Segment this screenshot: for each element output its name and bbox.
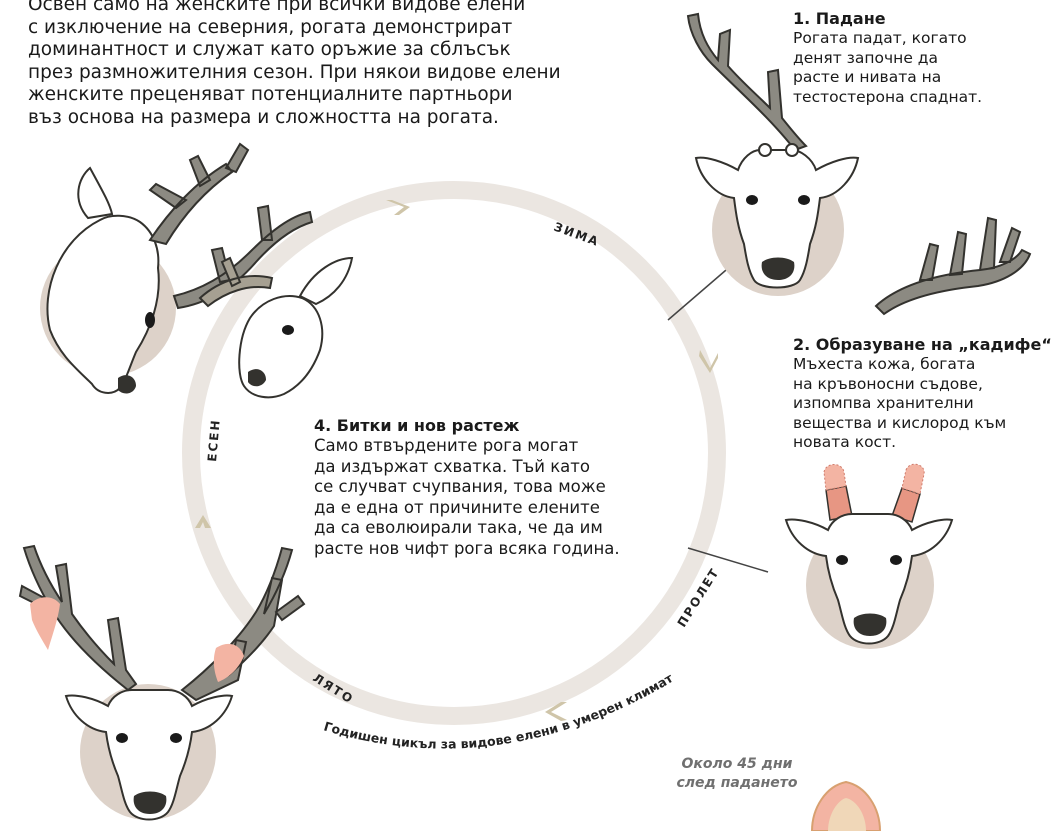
antler-shape xyxy=(688,14,806,150)
intro-line: доминантност и служат като оръжие за сбл… xyxy=(28,39,648,62)
stage-description: Рогата падат, когато денят започне да ра… xyxy=(793,29,982,107)
stage-description: Мъхеста кожа, богата на кръвоносни съдов… xyxy=(793,355,1052,453)
season-autumn-label: ЕСЕН xyxy=(205,418,223,462)
stage-title: 4. Битки и нов растеж xyxy=(314,416,620,436)
intro-line: през размножителния сезон. При някои вид… xyxy=(28,62,648,85)
stage-title: 2. Образуване на „кадифе“ xyxy=(793,335,1052,355)
antler-regrowth-illustration xyxy=(812,782,880,831)
nose-icon xyxy=(118,375,136,393)
stage-line: расте нов чифт рога всяка година. xyxy=(314,539,620,560)
stage-line: Мъхеста кожа, богата xyxy=(793,355,1052,375)
pedicle-icon xyxy=(786,144,798,156)
stage-line: денят започне да xyxy=(793,49,982,69)
eye-icon xyxy=(145,312,155,328)
stage-line: Само втвърдените рога могат xyxy=(314,436,620,457)
stage-velvet-block: 2. Образуване на „кадифе“ Мъхеста кожа, … xyxy=(793,335,1052,453)
deer-ear xyxy=(78,168,112,218)
timing-note: Около 45 дни след падането xyxy=(672,755,802,793)
eye-icon xyxy=(890,555,902,565)
velvet-deer-illustration xyxy=(786,464,952,649)
fighting-deer-illustration xyxy=(40,144,352,397)
deer-ear xyxy=(300,258,352,304)
stage-description: Само втвърдените рога могат да издържат … xyxy=(314,436,620,559)
velvet-shedding-deer-illustration xyxy=(20,546,304,820)
stage-line: да издържат схватка. Тъй като xyxy=(314,457,620,478)
stage-line: се случват счупвания, това може xyxy=(314,477,620,498)
timing-note-line: Около 45 дни xyxy=(672,755,802,774)
stage-line: изпомпва хранителни xyxy=(793,394,1052,414)
shed-antler-illustration xyxy=(876,218,1030,314)
stage-battle-block: 4. Битки и нов растеж Само втвърдените р… xyxy=(314,416,620,559)
eye-icon xyxy=(746,195,758,205)
intro-line: Освен само на женските при всички видове… xyxy=(28,0,648,17)
intro-line: женските преценяват потенциалните партнь… xyxy=(28,84,648,107)
stage-line: тестостерона спаднат. xyxy=(793,88,982,108)
stage-line: да са еволюирали така, че да им xyxy=(314,518,620,539)
eye-icon xyxy=(798,195,810,205)
velvet-strip xyxy=(30,597,60,650)
stage-line: вещества и кислород към xyxy=(793,414,1052,434)
stage-title: 1. Падане xyxy=(793,9,982,29)
stage-line: расте и нивата на xyxy=(793,68,982,88)
intro-line: въз основа на размера и сложността на ро… xyxy=(28,107,648,130)
eye-icon xyxy=(836,555,848,565)
stage-shedding-block: 1. Падане Рогата падат, когато денят зап… xyxy=(793,9,982,107)
eye-icon xyxy=(170,733,182,743)
pedicle-icon xyxy=(759,144,771,156)
velvet-bud-left xyxy=(824,465,846,491)
stage-line: на кръвоносни съдове, xyxy=(793,375,1052,395)
intro-line: с изключение на северния, рогата демонст… xyxy=(28,17,648,40)
intro-paragraph: Освен само на женските при всички видове… xyxy=(28,0,648,129)
eye-icon xyxy=(116,733,128,743)
stage-line: да е една от причините елените xyxy=(314,498,620,519)
stage-line: Рогата падат, когато xyxy=(793,29,982,49)
stage-line: новата кост. xyxy=(793,433,1052,453)
timing-note-line: след падането xyxy=(672,774,802,793)
eye-icon xyxy=(282,325,294,335)
